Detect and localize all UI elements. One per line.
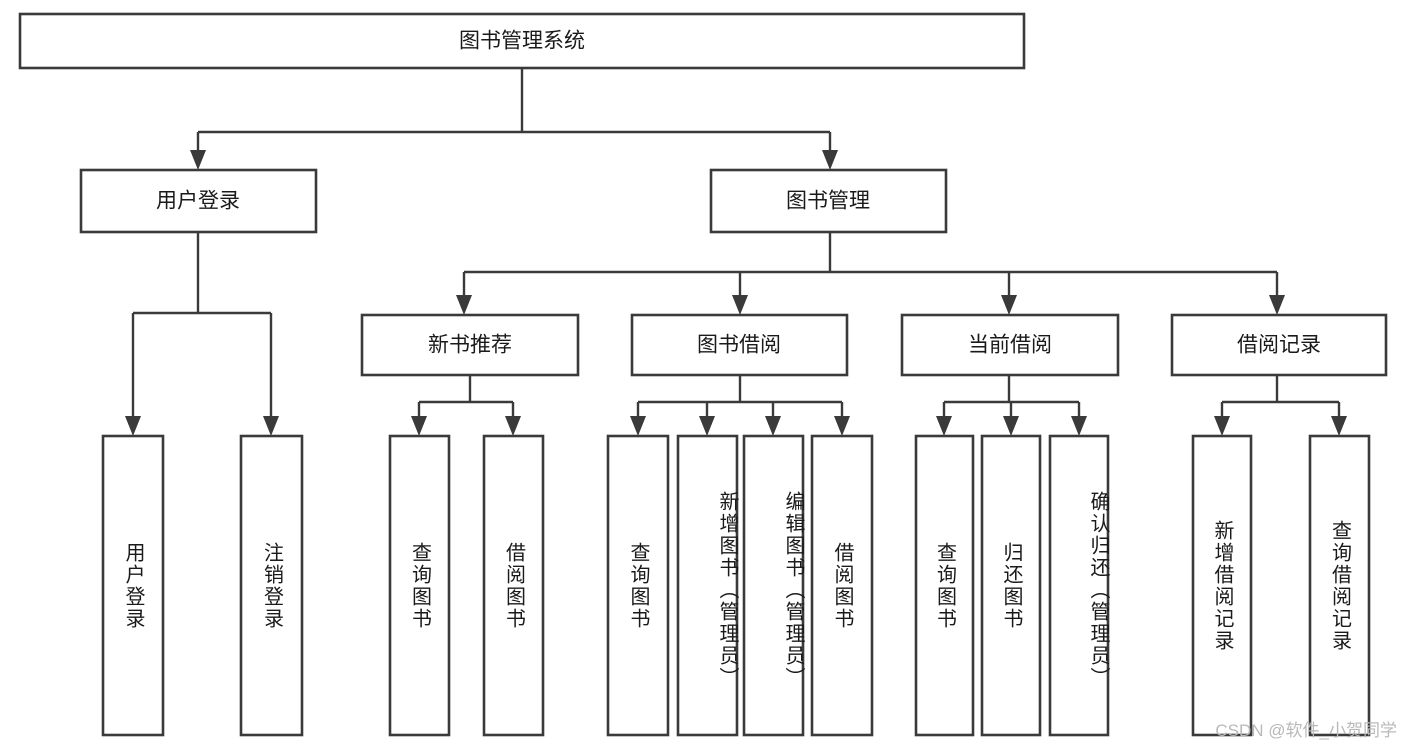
node-box-edit-book-admin[interactable] [742, 434, 805, 737]
node-label-title: 图书管理系统 [459, 30, 585, 53]
arrow-head-query-book-borrow [630, 416, 646, 436]
node-label-query-book-current: 查询图书 [933, 541, 956, 630]
connector-group-root [190, 68, 838, 170]
node-box-borrow-book-borrow[interactable] [810, 434, 874, 737]
node-label-return-book: 归还图书 [1000, 541, 1022, 630]
node-box-confirm-return-admin[interactable] [1048, 434, 1110, 737]
arrow-head-query-book-rec [411, 416, 427, 436]
csdn-watermark: CSDN @软件_小贺同学 [1215, 721, 1397, 740]
node-label-query-book-rec: 查询图书 [408, 541, 431, 630]
arrow-head-borrow-record [1269, 295, 1285, 315]
node-box-borrow-book-rec[interactable] [482, 434, 545, 737]
arrow-head-user-login [190, 150, 206, 170]
node-label-add-book-admin: 新增图书（管理员） [716, 490, 738, 689]
node-box-user-login-leaf[interactable] [101, 434, 165, 737]
node-box-title[interactable] [18, 12, 1026, 70]
node-box-logout-leaf[interactable] [239, 434, 304, 737]
connector-group-book-borrow [630, 375, 850, 436]
node-box-return-book[interactable] [980, 434, 1042, 737]
arrow-head-borrow-book-rec [505, 416, 521, 436]
arrow-head-borrow-book-borrow [834, 416, 850, 436]
connector-group-book-manage [456, 232, 1285, 315]
node-label-new-book-recommend: 新书推荐 [428, 334, 512, 357]
connector-group-user-login [125, 232, 279, 436]
node-label-user-login-leaf: 用户登录 [122, 541, 144, 630]
node-box-query-book-current[interactable] [914, 434, 975, 737]
node-label-book-borrow: 图书借阅 [697, 334, 781, 357]
node-label-book-manage: 图书管理 [786, 190, 870, 213]
arrow-head-book-borrow [732, 295, 748, 315]
node-label-current-borrow: 当前借阅 [968, 334, 1052, 357]
node-label-borrow-book-rec: 借阅图书 [502, 541, 525, 630]
node-label-logout-leaf: 注销登录 [260, 541, 283, 630]
node-label-confirm-return-admin: 确认归还（管理员） [1087, 490, 1109, 689]
node-box-query-book-borrow[interactable] [606, 434, 670, 737]
node-label-query-book-borrow: 查询图书 [627, 541, 649, 630]
node-box-new-book-recommend[interactable] [360, 313, 580, 377]
node-box-user-login[interactable] [79, 168, 318, 234]
node-label-add-borrow-record: 新增借阅记录 [1211, 519, 1233, 652]
node-box-book-borrow[interactable] [630, 313, 849, 377]
node-box-current-borrow[interactable] [900, 313, 1120, 377]
node-box-query-book-rec[interactable] [388, 434, 451, 737]
node-box-query-borrow-record[interactable] [1308, 434, 1371, 737]
node-label-edit-book-admin: 编辑图书（管理员） [782, 490, 804, 689]
arrow-head-book-manage [822, 150, 838, 170]
node-box-book-manage[interactable] [709, 168, 948, 234]
arrow-head-query-book-current [936, 416, 952, 436]
arrow-head-new-book-recommend [456, 295, 472, 315]
node-label-user-login: 用户登录 [156, 190, 240, 213]
node-label-borrow-record: 借阅记录 [1237, 334, 1321, 357]
arrow-head-edit-book-admin [765, 416, 781, 436]
arrow-head-user-login-leaf [125, 416, 141, 436]
node-box-borrow-record[interactable] [1170, 313, 1388, 377]
arrow-head-query-borrow-record [1331, 416, 1347, 436]
node-box-add-book-admin[interactable] [676, 434, 739, 737]
arrow-head-add-book-admin [699, 416, 715, 436]
node-label-borrow-book-borrow: 借阅图书 [831, 541, 853, 630]
node-box-add-borrow-record[interactable] [1191, 434, 1253, 737]
arrow-head-current-borrow [1001, 295, 1017, 315]
connector-group-new-book-recommend [411, 375, 521, 436]
arrow-head-logout-leaf [263, 416, 279, 436]
connector-group-current-borrow [936, 375, 1087, 436]
node-label-query-borrow-record: 查询借阅记录 [1328, 519, 1351, 652]
arrow-head-confirm-return-admin [1071, 416, 1087, 436]
arrow-head-add-borrow-record [1214, 416, 1230, 436]
arrow-head-return-book [1003, 416, 1019, 436]
connector-group-borrow-record [1214, 375, 1347, 436]
